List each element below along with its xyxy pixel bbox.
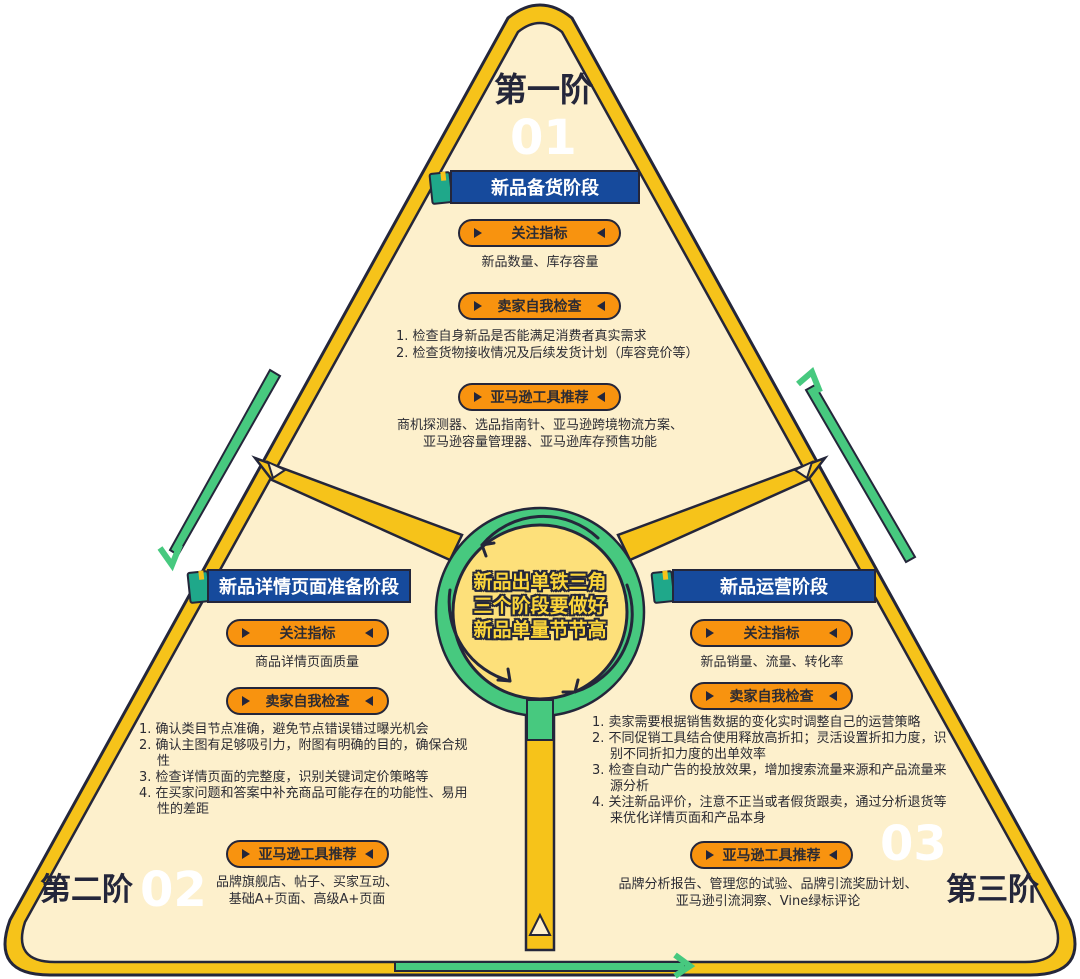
stage1-watermark: 01 — [510, 110, 577, 166]
stage3-metrics-text: 新品销量、流量、转化率 — [700, 655, 844, 670]
play-left-icon — [829, 850, 837, 860]
stage1-check-list: 1. 检查自身新品是否能满足消费者真实需求 2. 检查货物接收情况及后续发货计划… — [396, 328, 736, 362]
play-right-icon — [242, 628, 250, 638]
green-arrow-bottom-icon — [394, 952, 696, 979]
green-arrow-right-icon — [796, 366, 917, 564]
stage2-tools-pill: 亚马逊工具推荐 — [226, 840, 389, 868]
play-left-icon — [365, 696, 373, 706]
stage1-metrics-text: 新品数量、库存容量 — [481, 255, 599, 270]
stage3-metrics-pill: 关注指标 — [690, 619, 853, 647]
list-item: 3. 检查详情页面的完整度，识别关键词定价策略等 — [139, 770, 429, 785]
stage3-check-pill: 卖家自我检查 — [690, 682, 853, 710]
stage2-metrics-text: 商品详情页面质量 — [254, 655, 359, 670]
divider-bottom-tip — [528, 912, 552, 936]
stage1-metrics-pill: 关注指标 — [458, 219, 621, 247]
list-item: 2. 检查货物接收情况及后续发货计划（库容竞价等） — [396, 346, 699, 361]
stage3-label: 第三阶 — [946, 872, 1039, 908]
play-left-icon — [829, 691, 837, 701]
stage2-label: 第二阶 — [40, 872, 133, 908]
center-yellow-disc — [451, 523, 629, 701]
stage2-title: 新品详情页面准备阶段 — [207, 569, 411, 603]
play-left-icon — [597, 301, 605, 311]
play-right-icon — [706, 691, 714, 701]
play-right-icon — [474, 301, 482, 311]
divider-bottom — [524, 698, 556, 952]
play-left-icon — [365, 628, 373, 638]
divider-left-tip — [266, 460, 288, 480]
list-item: 1. 检查自身新品是否能满足消费者真实需求 — [396, 329, 647, 344]
list-item: 2. 不同促销工具结合使用释放高折扣；灵活设置折扣力度，识别不同折扣力度的出单效… — [592, 731, 947, 762]
play-right-icon — [706, 850, 714, 860]
stage3-watermark: 03 — [880, 816, 947, 872]
play-right-icon — [706, 628, 714, 638]
divider-right-tip — [792, 460, 814, 480]
center-slogan: 新品出单铁三角 三个阶段要做好 新品单量节节高 — [473, 571, 607, 641]
stage3-tools-pill: 亚马逊工具推荐 — [690, 841, 853, 869]
play-left-icon — [829, 628, 837, 638]
stage2-watermark: 02 — [140, 862, 207, 918]
play-right-icon — [242, 849, 250, 859]
triangle-inner-fill — [20, 21, 1060, 964]
stage1-label: 第一阶 — [494, 70, 593, 109]
play-right-icon — [242, 696, 250, 706]
play-left-icon — [365, 849, 373, 859]
list-item: 1. 确认类目节点准确，避免节点错误错过曝光机会 — [139, 722, 429, 737]
stage2-metrics-pill: 关注指标 — [226, 619, 389, 647]
list-item: 3. 检查自动广告的投放效果，增加搜索流量来源和产品流量来源分析 — [592, 763, 947, 794]
stage2-check-list: 1. 确认类目节点准确，避免节点错误错过曝光机会 2. 确认主图有足够吸引力，附… — [139, 722, 479, 818]
list-item: 2. 确认主图有足够吸引力，附图有明确的目的，确保合规性 — [139, 738, 468, 769]
green-arrow-left-icon — [157, 368, 282, 572]
stage3-check-list: 1. 卖家需要根据销售数据的变化实时调整自己的运营策略 2. 不同促销工具结合使… — [592, 715, 952, 827]
list-item: 1. 卖家需要根据销售数据的变化实时调整自己的运营策略 — [592, 715, 921, 730]
play-left-icon — [597, 228, 605, 238]
list-item: 4. 关注新品评价，注意不正当或者假货跟卖，通过分析退货等来优化详情页面和产品本… — [592, 795, 947, 826]
play-right-icon — [474, 228, 482, 238]
stage1-check-pill: 卖家自我检查 — [458, 292, 621, 320]
play-right-icon — [474, 392, 482, 402]
stage2-check-pill: 卖家自我检查 — [226, 687, 389, 715]
stage3-title: 新品运营阶段 — [672, 569, 876, 603]
play-left-icon — [597, 392, 605, 402]
stage1-tools-text: 商机探测器、选品指南针、亚马逊跨境物流方案、亚马逊容量管理器、亚马逊库存预售功能 — [396, 418, 683, 450]
list-item: 4. 在买家问题和答案中补充商品可能存在的功能性、易用性的差距 — [139, 786, 468, 817]
stage2-tools-text: 品牌旗舰店、帖子、买家互动、基础A+页面、高级A+页面 — [215, 875, 398, 907]
stage1-title: 新品备货阶段 — [450, 170, 640, 204]
stage1-tools-pill: 亚马逊工具推荐 — [458, 383, 621, 411]
cycle-arrows-icon — [447, 514, 634, 694]
stage3-tools-text: 品牌分析报告、管理您的试验、品牌引流奖励计划、亚马逊引流洞察、Vine绿标评论 — [618, 877, 918, 909]
